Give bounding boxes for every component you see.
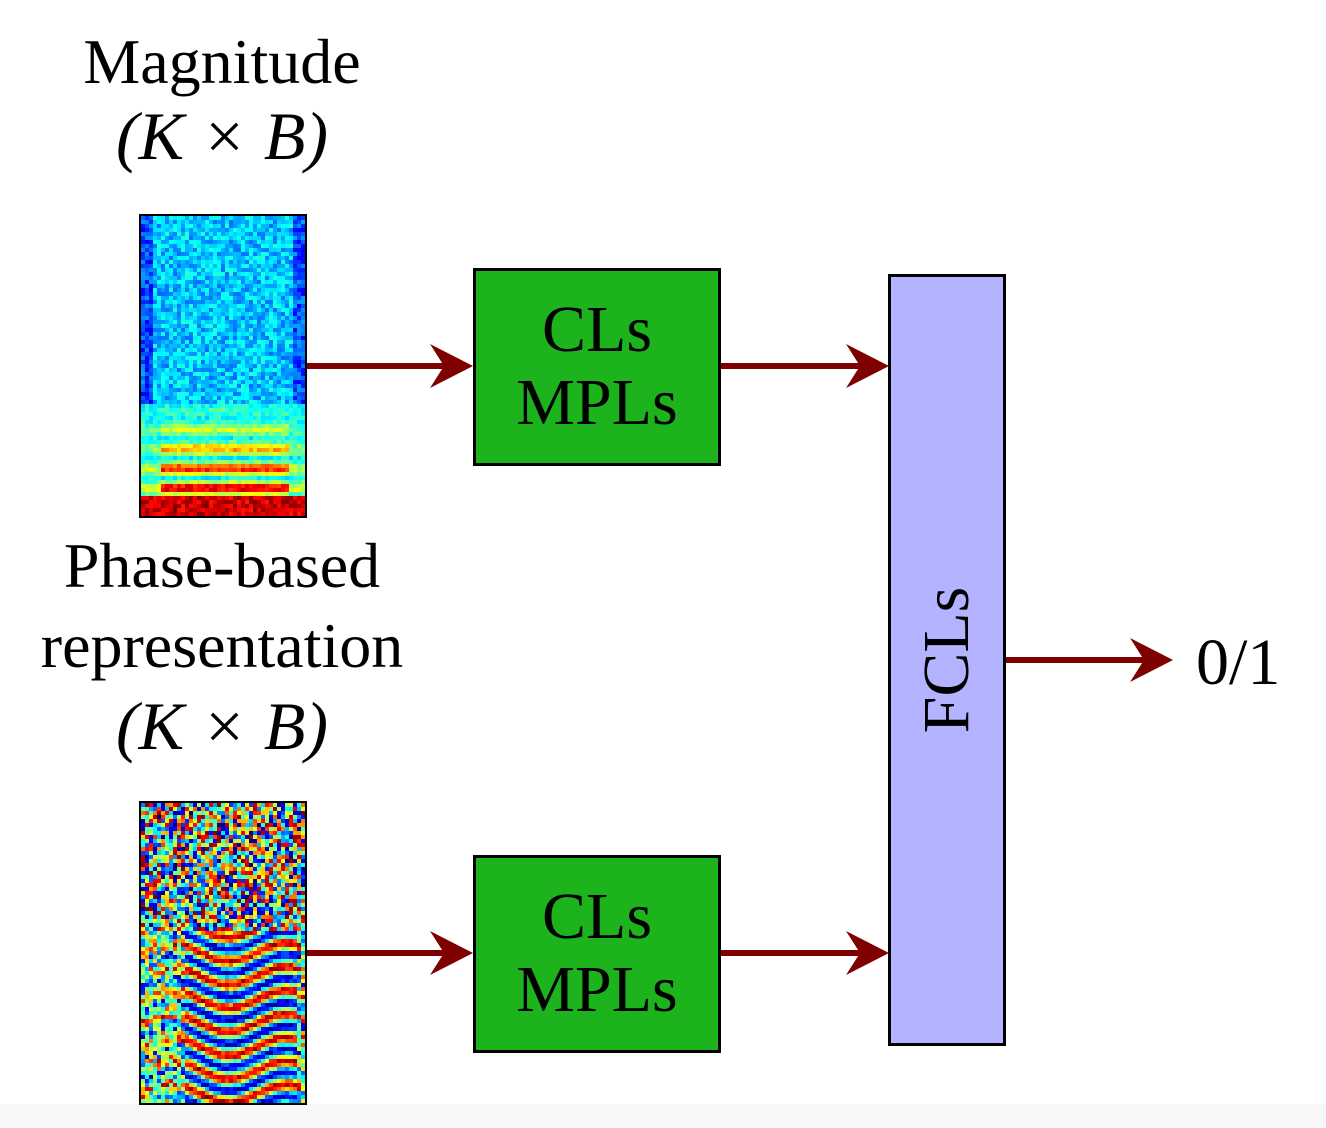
- conv-block-bottom-line2: MPLs: [516, 953, 678, 1026]
- conv-block-top-line2: MPLs: [516, 366, 678, 439]
- magnitude-title: Magnitude: [83, 26, 361, 97]
- conv-block-bottom: CLs MPLs: [473, 855, 721, 1053]
- arrowhead-5: [1130, 638, 1173, 682]
- bottom-band: [0, 1104, 1326, 1128]
- output-label: 0/1: [1196, 626, 1281, 699]
- fc-block: FCLs: [888, 274, 1006, 1046]
- magnitude-spectrogram: [139, 214, 307, 518]
- magnitude-dims: (K × B): [115, 98, 329, 174]
- phase-title-line2: representation: [40, 610, 404, 681]
- conv-block-top: CLs MPLs: [473, 268, 721, 466]
- phase-dims: (K × B): [115, 688, 329, 764]
- conv-block-top-line1: CLs: [541, 293, 653, 367]
- conv-block-bottom-line1: CLs: [541, 880, 653, 954]
- phase-title-line1: Phase-based: [63, 530, 381, 601]
- arrowhead-3: [430, 931, 473, 975]
- arrowhead-4: [846, 931, 889, 975]
- arrowhead-1: [430, 344, 473, 388]
- arrowhead-2: [846, 344, 889, 388]
- phase-spectrogram: [139, 801, 307, 1105]
